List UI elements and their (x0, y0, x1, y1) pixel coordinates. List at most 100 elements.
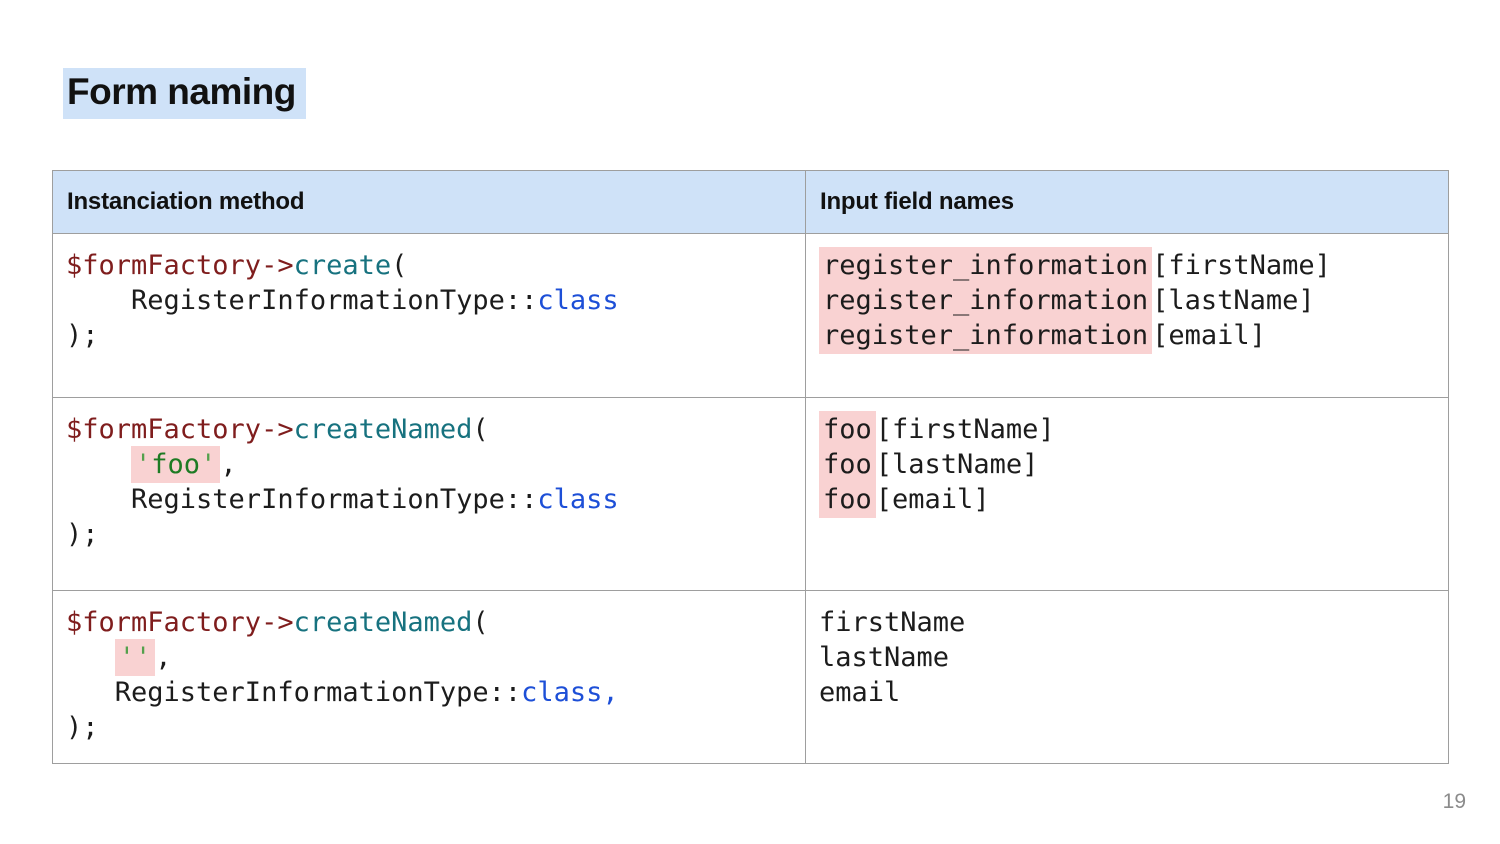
code-token: register_information (823, 250, 1149, 281)
code-segment: [firstName] (876, 414, 1055, 445)
code-token: register_information (823, 320, 1149, 351)
code-token: createNamed (293, 607, 473, 638)
code-block: register_information[firstName]register_… (819, 247, 1438, 354)
code-line: ); (66, 517, 795, 552)
code-token: $formFactory-> (66, 414, 294, 445)
code-segment: , (220, 449, 236, 480)
code-token: [firstName] (875, 414, 1055, 445)
code-segment (66, 449, 131, 480)
code-block: $formFactory->createNamed( '', RegisterI… (66, 605, 795, 745)
code-line: firstName (819, 605, 1438, 640)
code-token: ' (135, 449, 152, 480)
code-segment: firstName (819, 607, 965, 638)
code-token: $formFactory-> (66, 250, 294, 281)
table-row: $formFactory->createNamed( '', RegisterI… (52, 590, 1449, 764)
code-line: register_information[lastName] (819, 282, 1438, 319)
code-segment: , (155, 642, 171, 673)
code-token: [lastName] (1152, 285, 1315, 316)
code-token: ); (66, 712, 99, 743)
code-line: lastName (819, 640, 1438, 675)
code-block: foo[firstName]foo[lastName]foo[email] (819, 411, 1438, 518)
header-cell-input-field-names: Input field names (805, 170, 1449, 234)
code-token: firstName (819, 607, 966, 638)
code-token: register_information (823, 285, 1149, 316)
code-token: create (293, 250, 392, 281)
code-segment: $formFactory->create( (66, 250, 407, 281)
code-line: ); (66, 710, 795, 745)
code-segment (66, 642, 115, 673)
highlight-mark: '' (114, 639, 156, 676)
code-token: '' (118, 642, 152, 673)
code-token: [email] (875, 484, 990, 515)
code-line: foo[firstName] (819, 411, 1438, 448)
code-token: foo (823, 414, 872, 445)
code-token: ( (472, 414, 489, 445)
code-segment: RegisterInformationType::class, (66, 677, 619, 708)
highlight-mark: foo (819, 481, 876, 518)
code-token (66, 449, 131, 480)
highlight-mark: register_information (819, 317, 1153, 354)
code-token: ' (200, 449, 217, 480)
code-token (66, 642, 115, 673)
code-line: $formFactory->createNamed( (66, 605, 795, 640)
page-number: 19 (1442, 790, 1466, 813)
code-token: class (537, 484, 619, 515)
code-token: [firstName] (1152, 250, 1331, 281)
highlight-mark: foo (819, 446, 876, 483)
table-header-row: Instanciation method Input field names (52, 170, 1449, 234)
code-segment: lastName (819, 642, 949, 673)
code-line: ); (66, 318, 795, 353)
code-token: foo (823, 484, 872, 515)
code-token: foo (151, 449, 201, 480)
code-token: class (537, 285, 619, 316)
code-segment: RegisterInformationType::class (66, 484, 619, 515)
code-line: foo[lastName] (819, 446, 1438, 483)
code-segment: ); (66, 320, 99, 351)
code-line: register_information[email] (819, 317, 1438, 354)
highlight-mark: foo (819, 411, 876, 448)
code-token: RegisterInformationType:: (66, 285, 538, 316)
cell-instanciation-method: $formFactory->createNamed( 'foo', Regist… (52, 397, 806, 591)
code-segment: [firstName] (1152, 250, 1331, 281)
code-token: RegisterInformationType:: (66, 677, 522, 708)
code-token: createNamed (293, 414, 473, 445)
code-segment: [email] (1152, 320, 1266, 351)
code-token: lastName (819, 642, 950, 673)
code-segment: RegisterInformationType::class (66, 285, 619, 316)
code-line: RegisterInformationType::class (66, 283, 795, 318)
code-line: RegisterInformationType::class, (66, 675, 795, 710)
code-segment: [email] (876, 484, 990, 515)
code-block: $formFactory->createNamed( 'foo', Regist… (66, 412, 795, 552)
table-row: $formFactory->createNamed( 'foo', Regist… (52, 397, 1449, 591)
code-token: ); (66, 519, 99, 550)
code-line: foo[email] (819, 481, 1438, 518)
code-token: class, (521, 677, 619, 708)
cell-input-field-names: foo[firstName]foo[lastName]foo[email] (805, 397, 1449, 591)
code-line: $formFactory->createNamed( (66, 412, 795, 447)
code-block: $formFactory->create( RegisterInformatio… (66, 248, 795, 353)
code-token: foo (823, 449, 872, 480)
code-token: [lastName] (875, 449, 1039, 480)
code-segment: ); (66, 712, 99, 743)
code-line: email (819, 675, 1438, 710)
code-token: ( (472, 607, 489, 638)
form-naming-table: Instanciation method Input field names $… (52, 170, 1449, 764)
code-segment: $formFactory->createNamed( (66, 607, 489, 638)
code-line: $formFactory->create( (66, 248, 795, 283)
code-token: [email] (1152, 320, 1266, 351)
code-token: RegisterInformationType:: (66, 484, 538, 515)
code-line: RegisterInformationType::class (66, 482, 795, 517)
cell-instanciation-method: $formFactory->createNamed( '', RegisterI… (52, 590, 806, 764)
highlight-mark: register_information (819, 247, 1153, 284)
code-segment: ); (66, 519, 99, 550)
code-line: register_information[firstName] (819, 247, 1438, 284)
highlight-mark: 'foo' (131, 446, 221, 483)
code-line: '', (66, 639, 795, 676)
cell-input-field-names: register_information[firstName]register_… (805, 233, 1449, 398)
header-cell-instanciation-method: Instanciation method (52, 170, 806, 234)
slide-title: Form naming (63, 68, 306, 119)
code-token: , (220, 449, 237, 480)
